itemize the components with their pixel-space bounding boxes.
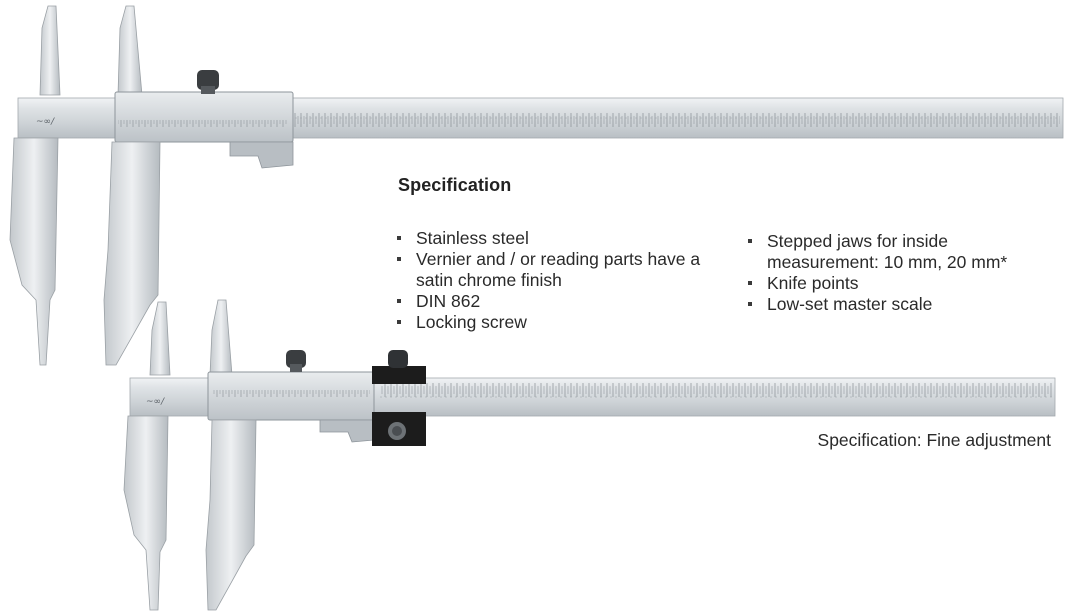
spec-item: Locking screw (397, 312, 727, 333)
spec-item: Stainless steel (397, 228, 727, 249)
top-fixed-lower-jaw (9, 137, 59, 366)
top-locking-screw (197, 70, 219, 90)
fine-adjustment-caption: Specification: Fine adjustment (817, 430, 1051, 450)
spec-item: DIN 862 (397, 291, 727, 312)
spec-item: Stepped jaws for inside measurement: 10 … (748, 231, 1048, 273)
specification-list-right: Stepped jaws for inside measurement: 10 … (748, 231, 1048, 315)
specification-title: Specification (398, 175, 512, 195)
spec-item: Vernier and / or reading parts have a sa… (397, 249, 727, 291)
svg-text:~∞/: ~∞/ (36, 117, 55, 127)
spec-item: Low-set master scale (748, 294, 1048, 315)
fine-adjustment-block-top (372, 366, 426, 384)
spec-item: Knife points (748, 273, 1048, 294)
svg-text:~∞/: ~∞/ (146, 397, 165, 407)
specification-list-left: Stainless steel Vernier and / or reading… (397, 228, 727, 333)
top-moving-lower-jaw (103, 141, 161, 366)
top-fixed-upper-jaw (39, 5, 61, 96)
